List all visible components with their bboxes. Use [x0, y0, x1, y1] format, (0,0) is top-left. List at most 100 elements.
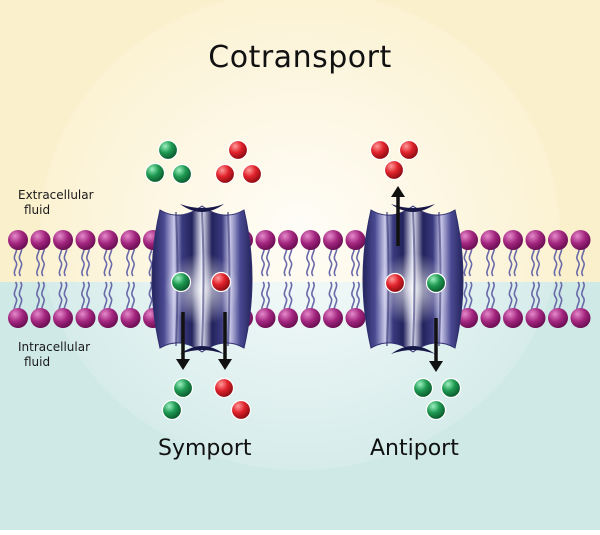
lipid-head: [480, 230, 501, 250]
lipid-tail: [41, 281, 45, 313]
lipid-tail: [468, 281, 473, 313]
intracellular-label-line2: fluid: [24, 355, 51, 369]
lipid-tail: [463, 281, 468, 313]
molecule-red: [227, 139, 249, 161]
lipid-head: [458, 230, 478, 250]
lipid-tail: [266, 245, 270, 277]
lipid-tail: [558, 281, 563, 313]
lipid-tail: [581, 245, 585, 277]
lipid-tail: [486, 281, 490, 313]
arrow-antiport-green-in-head: [429, 361, 443, 372]
lipid-tail: [13, 245, 18, 277]
molecule-green: [412, 377, 434, 399]
molecule-red: [213, 377, 235, 399]
lipid-tail: [356, 245, 360, 277]
lipid-tail: [486, 245, 490, 277]
lipid-tail: [288, 245, 293, 277]
lipid-head: [278, 308, 298, 328]
intracellular-label: Intracellular fluid: [18, 340, 90, 370]
molecule-green: [425, 399, 447, 421]
molecule-red: [398, 139, 420, 161]
lipid-head: [255, 308, 276, 328]
lipid-tail: [311, 245, 315, 277]
lipid-tail: [306, 245, 310, 277]
molecule-red: [384, 272, 406, 294]
lipid-tail: [283, 245, 288, 277]
lipid-head: [255, 230, 276, 250]
lipid-head: [30, 308, 51, 328]
lipid-head: [323, 230, 343, 250]
lipid-head: [323, 308, 343, 328]
lipid-head: [98, 230, 118, 250]
antiport-protein-groove: [412, 211, 416, 347]
symport-protein-bottom-cleft: [180, 346, 224, 354]
lipid-head: [8, 308, 28, 328]
lipid-tail: [576, 245, 580, 277]
lipid-head: [300, 230, 321, 250]
lipid-tail: [103, 245, 108, 277]
lipid-tail: [553, 281, 558, 313]
lipid-head: [525, 230, 546, 250]
lipid-tail: [508, 281, 513, 313]
molecule-red: [369, 139, 391, 161]
lipid-head: [53, 308, 73, 328]
lipid-tail: [58, 281, 63, 313]
lipid-tail: [126, 245, 130, 277]
molecule-green: [157, 139, 179, 161]
intracellular-label-line1: Intracellular: [18, 340, 91, 354]
lipid-tail: [13, 281, 18, 313]
lipid-head: [120, 308, 141, 328]
lipid-head: [525, 308, 546, 328]
lipid-head: [570, 230, 591, 250]
extracellular-label: Extracellular fluid: [18, 188, 94, 218]
lipid-head: [570, 308, 591, 328]
symport-protein-top-cleft: [180, 204, 224, 212]
lipid-tail: [491, 245, 495, 277]
background-glow: [40, 0, 560, 470]
lipid-tail: [333, 245, 338, 277]
lipid-tail: [36, 281, 40, 313]
lipid-tail: [553, 245, 558, 277]
molecule-red: [210, 271, 232, 293]
lipid-head: [480, 308, 501, 328]
lipid-head: [75, 230, 96, 250]
lipid-tail: [261, 281, 265, 313]
lipid-tail: [63, 245, 68, 277]
lipid-tail: [536, 245, 540, 277]
lipid-tail: [306, 281, 310, 313]
lipid-head: [8, 230, 28, 250]
lipid-tail: [463, 245, 468, 277]
molecule-red: [214, 163, 236, 185]
arrow-antiport-red-out-head: [391, 186, 405, 197]
molecule-red: [241, 163, 263, 185]
lipid-tail: [311, 281, 315, 313]
lipid-tail: [81, 245, 85, 277]
lipid-tail: [531, 245, 535, 277]
lipid-tail: [288, 281, 293, 313]
antiport-protein-highlight: [371, 245, 455, 325]
lipid-tail: [41, 245, 45, 277]
molecule-green: [170, 271, 192, 293]
symport-protein-groove: [201, 211, 205, 347]
antiport-protein: [362, 204, 464, 354]
lipid-tail: [126, 281, 130, 313]
lipid-tail: [356, 281, 360, 313]
lipid-tail: [261, 245, 265, 277]
lipid-tail: [508, 245, 513, 277]
lipid-head: [75, 308, 96, 328]
lipid-tail: [283, 281, 288, 313]
lipid-tail: [58, 245, 63, 277]
lipid-head: [120, 230, 141, 250]
molecule-green: [425, 272, 447, 294]
lipid-head: [98, 308, 118, 328]
lipid-tail: [86, 245, 90, 277]
lipid-tail: [531, 281, 535, 313]
lipid-tail: [328, 245, 333, 277]
extracellular-label-line1: Extracellular: [18, 188, 94, 202]
lipid-tail: [148, 281, 153, 313]
lipid-tail: [86, 281, 90, 313]
lipid-tail: [558, 245, 563, 277]
antiport-caption: Antiport: [370, 436, 459, 461]
lipid-head: [548, 308, 568, 328]
molecule-green: [171, 163, 193, 185]
